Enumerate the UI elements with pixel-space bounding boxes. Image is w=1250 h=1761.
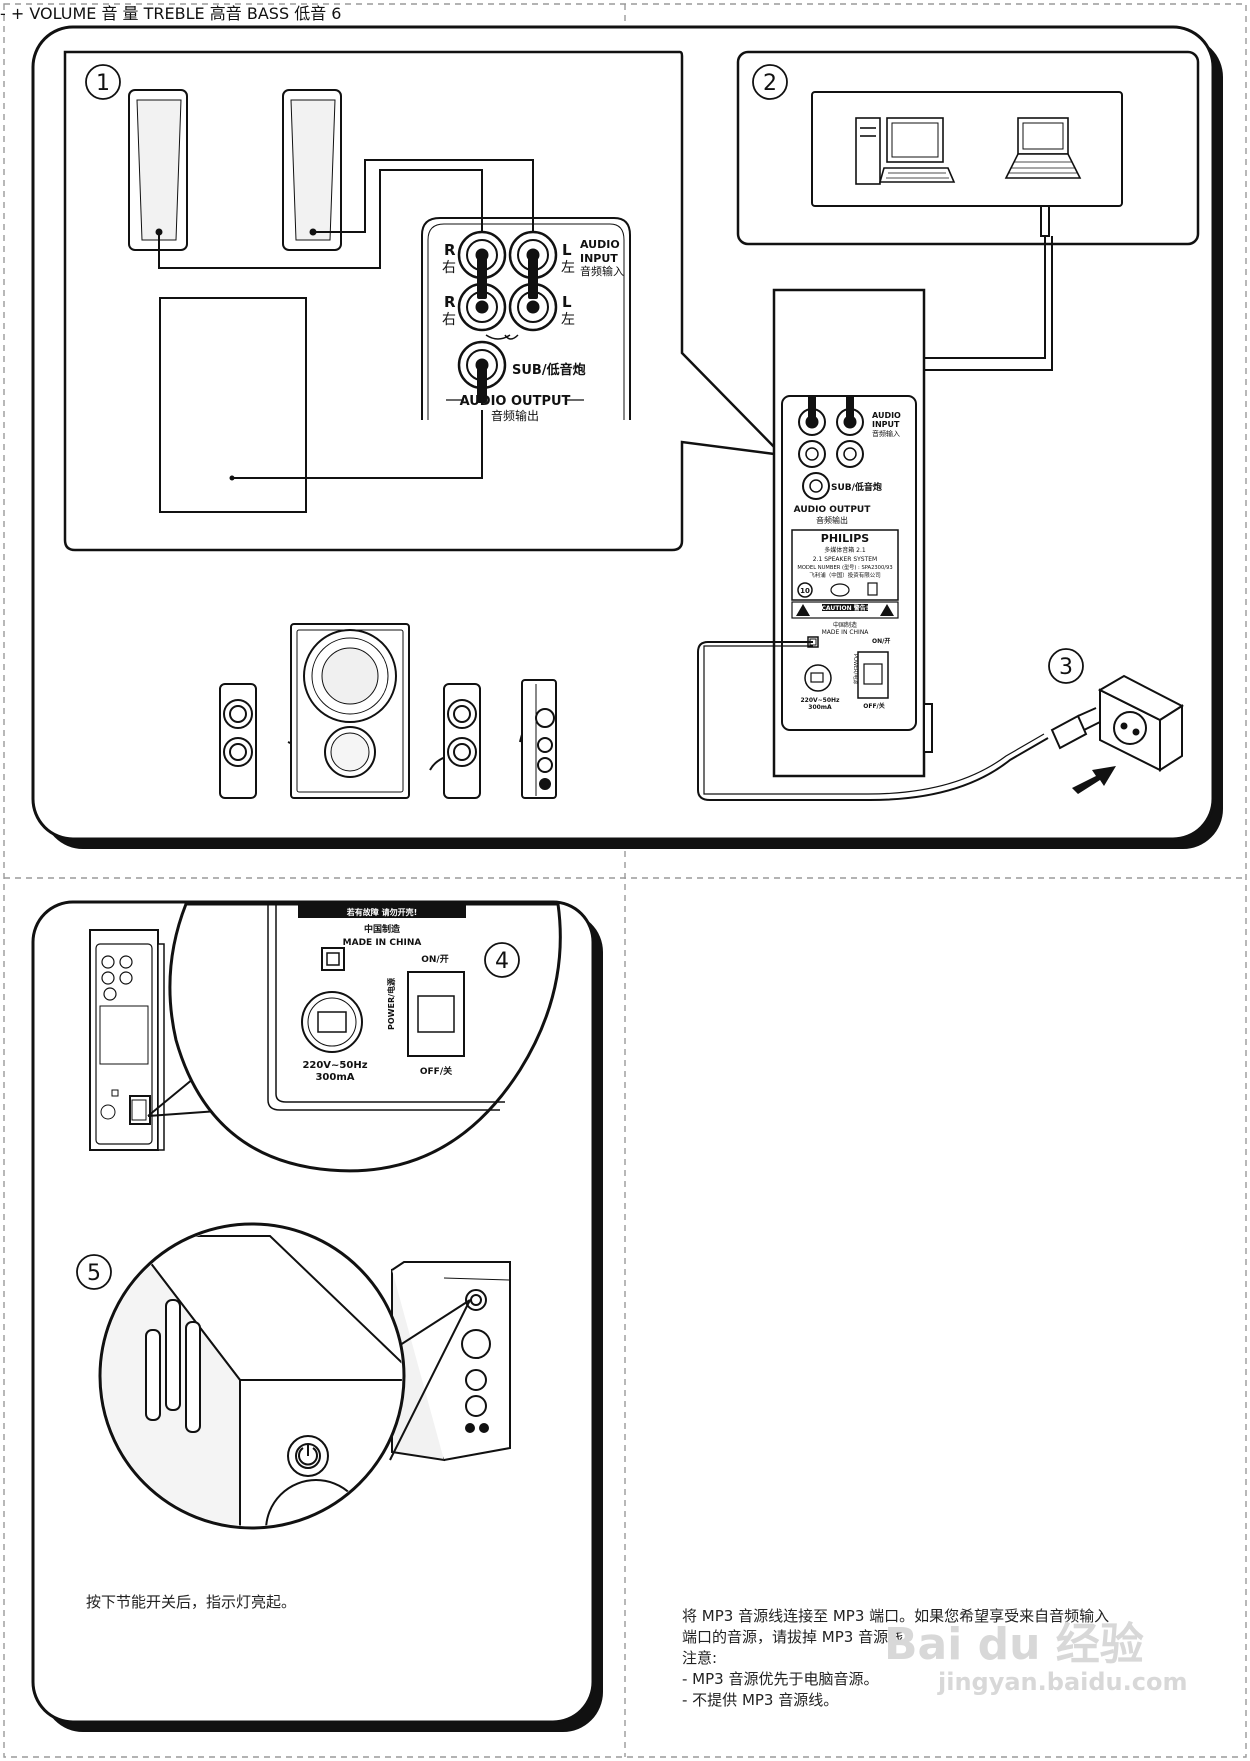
left-satellite — [128, 89, 188, 251]
small-sub-rear — [89, 929, 165, 1151]
zoom4-power: POWER/电源 — [386, 978, 396, 1030]
step4-number: 4 — [495, 949, 509, 974]
zoom6-bass-en: BASS — [246, 4, 290, 23]
step2-inset: 2 — [736, 50, 1200, 246]
zoom6-bass-cn: 低音 — [294, 4, 327, 23]
zoom4-top-strip: 若有故障 请勿开壳! — [346, 907, 417, 917]
rear-audio-output: AUDIO OUTPUT — [794, 505, 872, 515]
rear-line4: 飞利浦（中国）投资有限公司 — [809, 571, 881, 579]
rear-brand: PHILIPS — [821, 532, 870, 545]
step6-line-4: - MP3 音源优先于电脑音源。 — [682, 1670, 879, 1688]
p1-r-bottom: R — [444, 293, 456, 311]
rear-caution: CAUTION 警告! — [821, 604, 868, 612]
p1-audio-output-cn: 音频输出 — [491, 408, 539, 423]
wall-outlet — [1050, 674, 1185, 772]
power-icon — [298, 1447, 318, 1466]
zoom4-spec-2: 300mA — [315, 1072, 354, 1083]
rear-audio-output-cn: 音频输出 — [816, 515, 848, 525]
step2-number: 2 — [763, 71, 777, 96]
step5-number: 5 — [87, 1261, 101, 1286]
p1-audio-input-2: INPUT — [580, 252, 618, 265]
step2-badge — [752, 64, 788, 100]
step6-number: 6 — [331, 4, 342, 23]
desktop-computer-icon — [855, 117, 956, 185]
step1-inset: 1 — [63, 50, 786, 552]
step5-text: 按下节能开关后，指示灯亮起。 — [86, 1593, 297, 1611]
rear-audio-input-3: 音频输入 — [872, 429, 900, 438]
step6-line-1: 将 MP3 音源线连接至 MP3 端口。如果您希望享受来自音频输入 — [682, 1607, 1110, 1625]
zoom4-on: ON/开 — [421, 954, 448, 965]
zoom6-volume-cn: 音 量 — [101, 4, 139, 23]
step1-badge — [85, 64, 121, 100]
rear-audio-input-1: AUDIO — [872, 411, 901, 420]
zoom4-made-cn: 中国制造 — [364, 923, 401, 935]
zoom6-minus: - — [0, 4, 6, 23]
rear-badge: 10 — [800, 587, 810, 595]
p1-sub-label: SUB/低音炮 — [512, 362, 586, 378]
zoom6-treble-en: TREBLE — [143, 4, 205, 23]
subwoofer-rear: AUDIO INPUT 音频输入 SUB/低音炮 AUDIO OUTPUT 音频… — [772, 288, 933, 778]
p1-l-top: L — [562, 241, 572, 259]
zoom4-off: OFF/关 — [420, 1065, 452, 1077]
power-cord — [697, 641, 1049, 801]
step3-number: 3 — [1059, 655, 1073, 680]
step6-line-5: - 不提供 MP3 音源线。 — [682, 1691, 839, 1709]
step1-number: 1 — [96, 71, 110, 96]
p1-l-bottom: L — [562, 293, 572, 311]
zoom6: - + VOLUME 音 量 TREBLE 高音 BASS 低音 6 — [0, 4, 341, 23]
step6-line-2: 端口的音源，请拔掉 MP3 音源线。 — [682, 1628, 919, 1646]
zoom4: 若有故障 请勿开壳! 中国制造 MADE IN CHINA 220V~50Hz … — [129, 902, 562, 1173]
rear-off: OFF/关 — [863, 702, 885, 710]
fold-guides — [3, 3, 1247, 1758]
connector-panel: R 右 L 左 AUDIO INPUT 音频输入 R 右 L 左 SUB/低音炮… — [421, 217, 631, 423]
step6-badge: 6 — [331, 4, 341, 23]
rear-line2: 2.1 SPEAKER SYSTEM — [813, 556, 878, 563]
step4-badge — [484, 942, 520, 978]
system-illustration — [219, 623, 557, 799]
step6-line-3: 注意: — [682, 1649, 718, 1667]
rear-line1: 多媒体音箱 2.1 — [824, 546, 866, 554]
p1-audio-output: AUDIO OUTPUT — [460, 394, 571, 409]
step3-badge — [1048, 648, 1084, 684]
step6-text: 将 MP3 音源线连接至 MP3 端口。如果您希望享受来自音频输入 端口的音源，… — [682, 1606, 1109, 1711]
p1-r-top: R — [444, 241, 456, 259]
p1-l-bottom-cn: 左 — [561, 312, 575, 328]
zoom6-volume-en: VOLUME — [29, 4, 97, 23]
zoom6-plus: + — [10, 4, 25, 23]
zoom4-made-en: MADE IN CHINA — [343, 938, 422, 948]
zoom4-spec-1: 220V~50Hz — [302, 1060, 367, 1071]
step5-badge — [76, 1254, 112, 1290]
rear-power: POWER/电源 — [852, 654, 859, 684]
laptop-icon — [1004, 117, 1082, 179]
p1-l-top-cn: 左 — [561, 260, 575, 276]
rear-on: ON/开 — [872, 637, 890, 645]
p1-r-bottom-cn: 右 — [442, 312, 456, 328]
p1-r-top-cn: 右 — [442, 260, 456, 276]
speaker-cables — [158, 159, 534, 479]
rear-line3: MODEL NUMBER (型号) : SPA2300/93 — [797, 563, 892, 571]
insert-arrow-icon — [1072, 766, 1116, 794]
rear-made-en: MADE IN CHINA — [822, 629, 870, 636]
zoom6-treble-cn: 高音 — [209, 4, 242, 23]
rotate-arrow-icon: - + VOLUME 音 量 TREBLE 高音 BASS 低音 6 — [0, 4, 341, 23]
p1-audio-input-3: 音频输入 — [580, 264, 624, 278]
rear-sub-label: SUB/低音炮 — [831, 481, 882, 493]
p1-audio-input-1: AUDIO — [580, 238, 620, 251]
rear-audio-input-2: INPUT — [872, 420, 900, 429]
right-satellite — [282, 89, 342, 251]
rear-power-spec-1: 220V~50Hz — [800, 697, 840, 704]
rear-made-cn: 中国制造 — [833, 621, 857, 629]
rear-power-spec-2: 300mA — [808, 704, 832, 711]
